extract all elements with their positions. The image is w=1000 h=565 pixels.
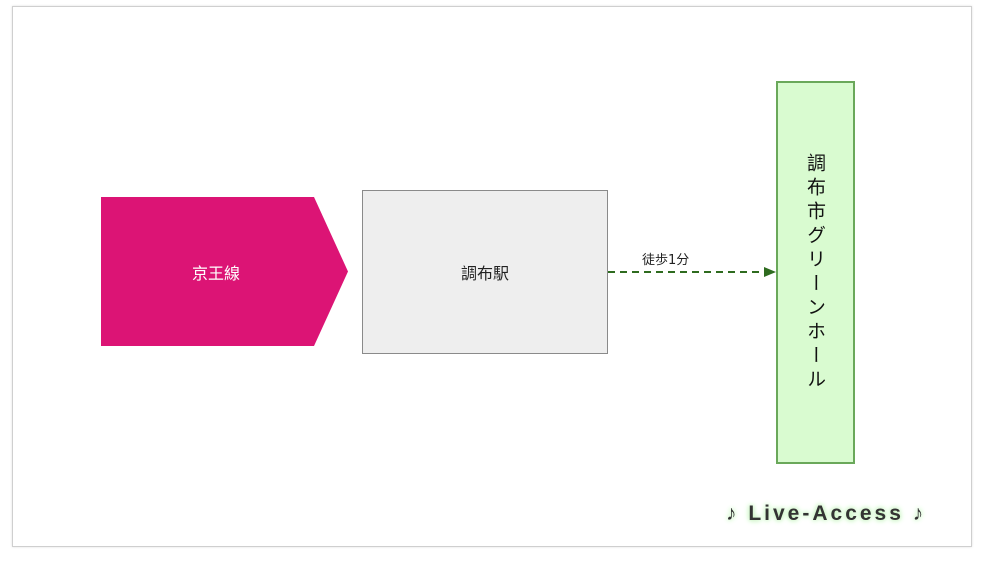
- pentagon-arrow-shape: [101, 197, 348, 346]
- station-label: 調布駅: [460, 264, 509, 283]
- green-hall-box: 調布市グリーンホール: [776, 81, 855, 464]
- walk-time-label: 徒歩1分: [642, 253, 690, 268]
- destination-label: 調布市グリーンホール: [804, 152, 826, 393]
- keio-line-shape: 京王線: [101, 197, 348, 346]
- live-access-watermark: ♪ Live-Access ♪: [726, 502, 927, 525]
- walk-arrow: [608, 267, 776, 277]
- keio-line-label: 京王線: [191, 263, 240, 283]
- chofu-station-box: 調布駅: [362, 190, 608, 354]
